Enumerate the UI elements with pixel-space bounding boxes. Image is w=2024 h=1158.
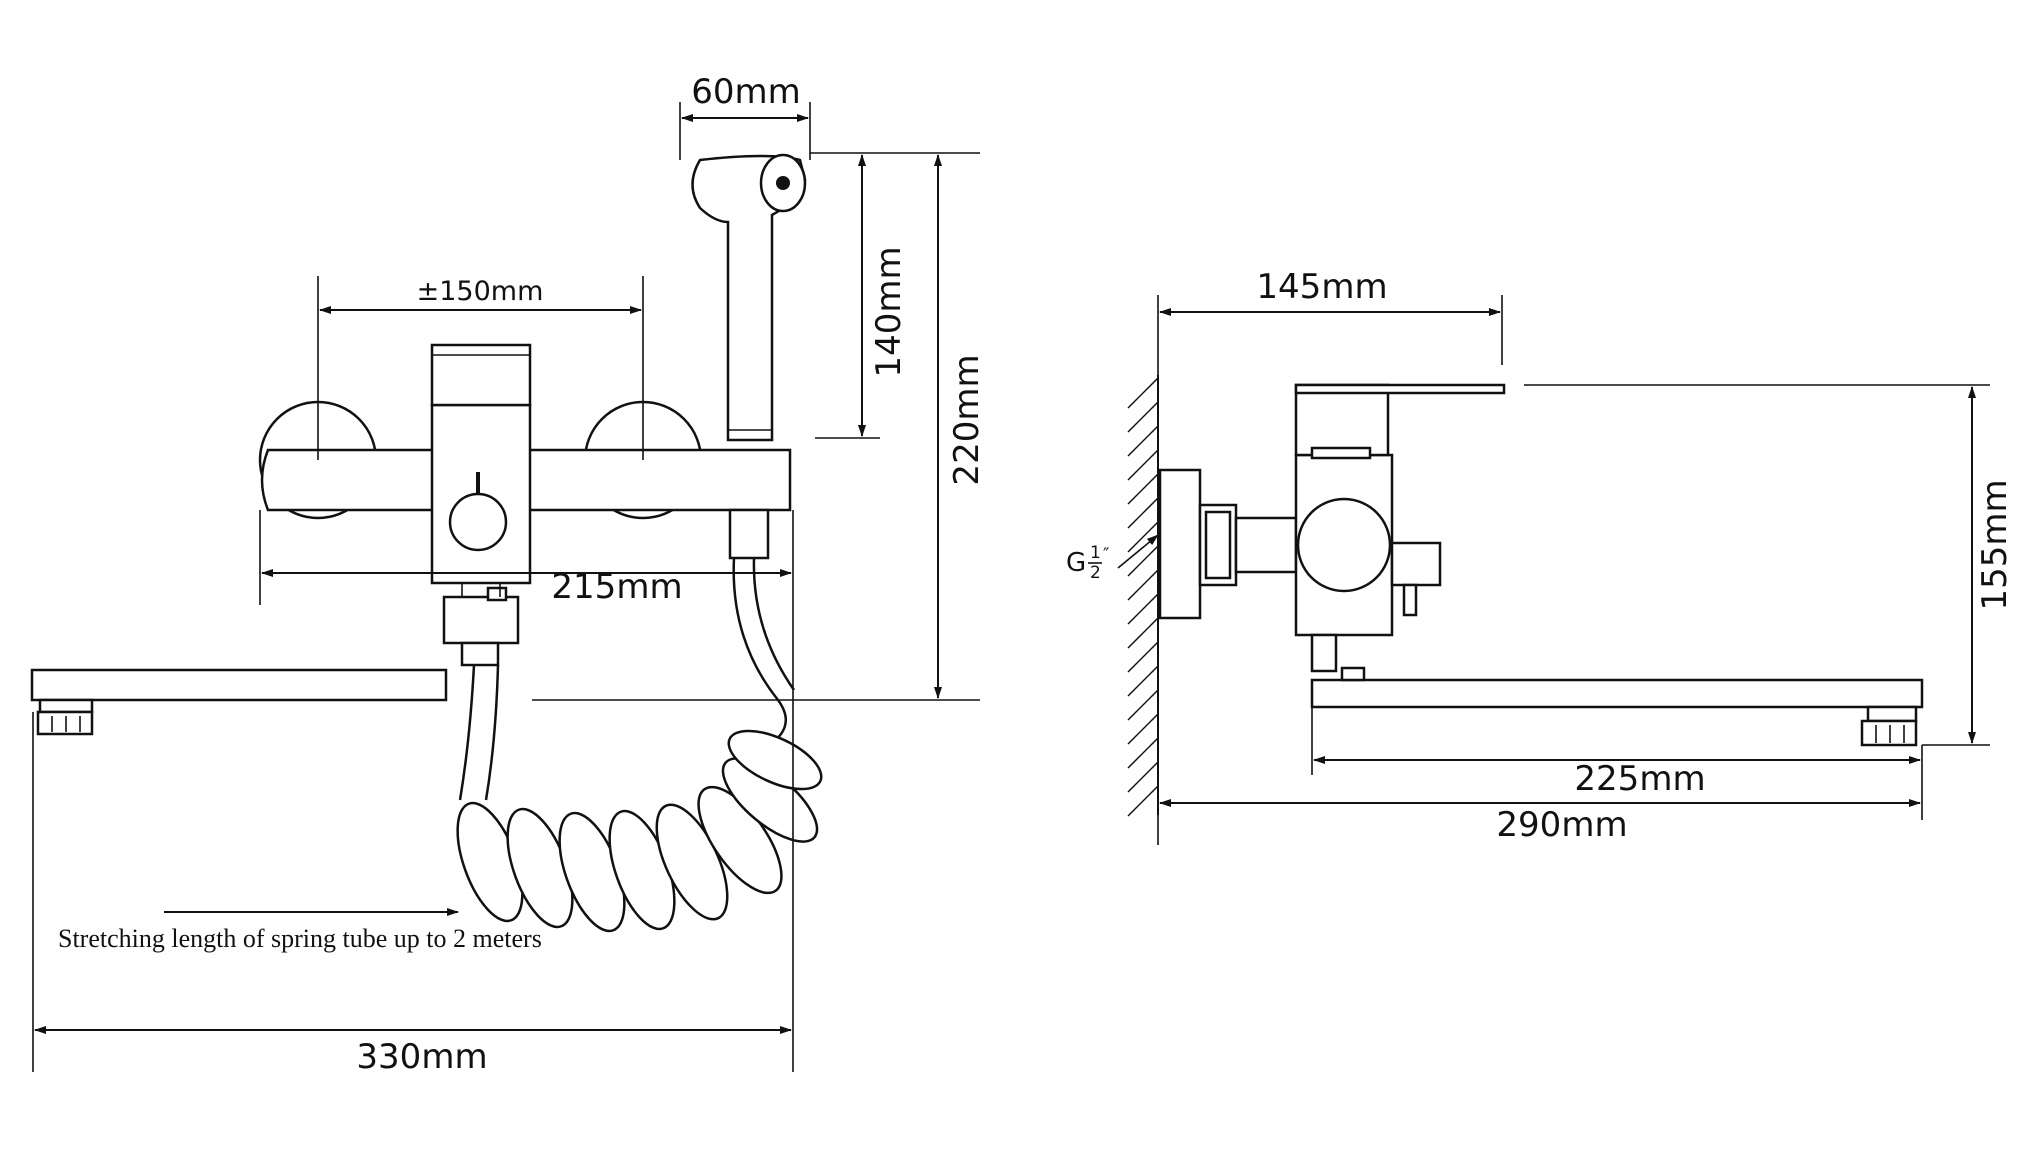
front-view: 60mm ±150mm 140mm 220mm 215mm 330mm Stre… bbox=[30, 72, 987, 1077]
front-spout bbox=[30, 668, 448, 702]
dim-wall-spacing: ±150mm bbox=[417, 276, 544, 307]
dim-spout-length: 225mm bbox=[1574, 759, 1705, 799]
svg-text:″: ″ bbox=[1103, 545, 1109, 565]
lever-block bbox=[430, 343, 532, 407]
spring-tube-note: Stretching length of spring tube up to 2… bbox=[58, 924, 542, 953]
diverter-housing bbox=[442, 595, 520, 645]
dim-sprayer-height: 140mm bbox=[869, 246, 909, 377]
side-diverter-knob bbox=[1390, 541, 1442, 587]
svg-text:G: G bbox=[1066, 548, 1086, 578]
side-view: 145mm 155mm 225mm 290mm G 1 2 ″ bbox=[1066, 267, 2015, 845]
dim-total-height: 220mm bbox=[947, 354, 987, 485]
temperature-knob bbox=[448, 492, 508, 552]
side-valve-circle bbox=[1296, 497, 1392, 593]
dim-total-depth: 290mm bbox=[1496, 805, 1627, 845]
svg-text:1: 1 bbox=[1090, 543, 1101, 563]
dim-total-width: 330mm bbox=[356, 1037, 487, 1077]
svg-text:2: 2 bbox=[1090, 563, 1101, 583]
sprayer-holder bbox=[728, 508, 770, 560]
dim-sprayer-width: 60mm bbox=[691, 72, 801, 112]
dim-side-height: 155mm bbox=[1975, 479, 2015, 610]
dim-wall-to-lever: 145mm bbox=[1256, 267, 1387, 307]
spring-hose bbox=[456, 557, 823, 933]
side-lever bbox=[1294, 383, 1506, 395]
thread-spec-label: G 1 2 ″ bbox=[1066, 543, 1109, 583]
wall-flange-side bbox=[1158, 468, 1202, 620]
side-lever-block bbox=[1294, 383, 1390, 457]
wall-hatch bbox=[1127, 375, 1159, 817]
dim-body-width: 215mm bbox=[551, 567, 682, 607]
side-spout bbox=[1310, 678, 1924, 709]
